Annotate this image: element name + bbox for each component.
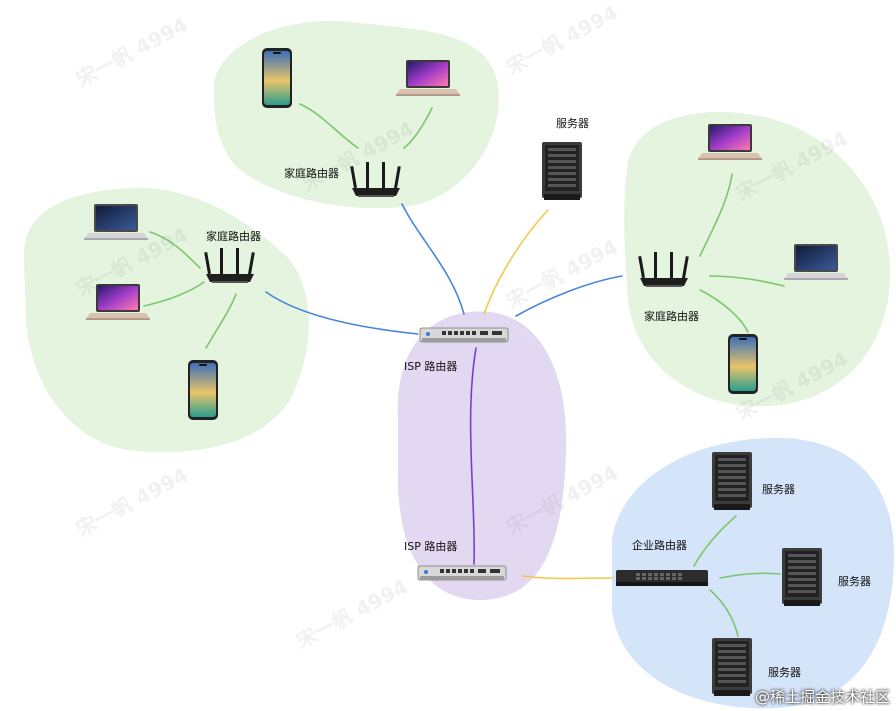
server-icon-center (542, 142, 582, 200)
isp-router-label-upper: ISP 路由器 (404, 360, 458, 373)
link-laptop-left-1 (149, 231, 201, 269)
link-isp-backbone (469, 347, 477, 565)
link-phone-top (299, 103, 359, 149)
link-home-top-to-isp (401, 203, 465, 315)
link-home-right-to-isp (515, 275, 623, 317)
footer-credit: @稀土掘金技术社区 (754, 688, 890, 706)
server-icon-ent-3 (712, 638, 752, 696)
server-label-ent-3: 服务器 (768, 666, 801, 679)
isp-network-region (397, 311, 567, 600)
server-icon-ent-1 (712, 452, 752, 510)
enterprise-router-label: 企业路由器 (632, 539, 687, 552)
link-server-ent-3 (709, 589, 739, 637)
link-laptop-top (403, 107, 433, 149)
link-phone-left (205, 293, 237, 349)
isp-router-icon-upper (419, 327, 509, 343)
server-label-ent-1: 服务器 (762, 483, 795, 496)
server-label-ent-2: 服务器 (838, 575, 871, 588)
home-network-region-right (624, 111, 891, 407)
link-laptop-right-2 (709, 275, 785, 287)
link-laptop-left-2 (143, 281, 205, 307)
link-home-left-to-isp (265, 291, 419, 335)
home-router-label-right: 家庭路由器 (644, 310, 699, 323)
isp-router-icon-lower (417, 565, 507, 581)
link-server-to-isp (483, 209, 549, 315)
server-label-center: 服务器 (556, 117, 589, 130)
smartphone-icon-left (188, 360, 218, 420)
home-router-label-left: 家庭路由器 (206, 230, 261, 243)
smartphone-icon (262, 48, 292, 108)
home-router-label-top: 家庭路由器 (284, 167, 339, 180)
server-icon-ent-2 (782, 548, 822, 606)
link-isp-to-enterprise (521, 575, 613, 580)
home-network-region-top (213, 20, 499, 209)
link-laptop-right-1 (699, 173, 733, 257)
link-server-ent-2 (719, 572, 781, 579)
smartphone-icon-right (728, 334, 758, 394)
enterprise-switch-icon (616, 570, 708, 586)
isp-router-label-lower: ISP 路由器 (404, 540, 458, 553)
link-server-ent-1 (693, 515, 737, 567)
link-phone-right (699, 289, 749, 333)
